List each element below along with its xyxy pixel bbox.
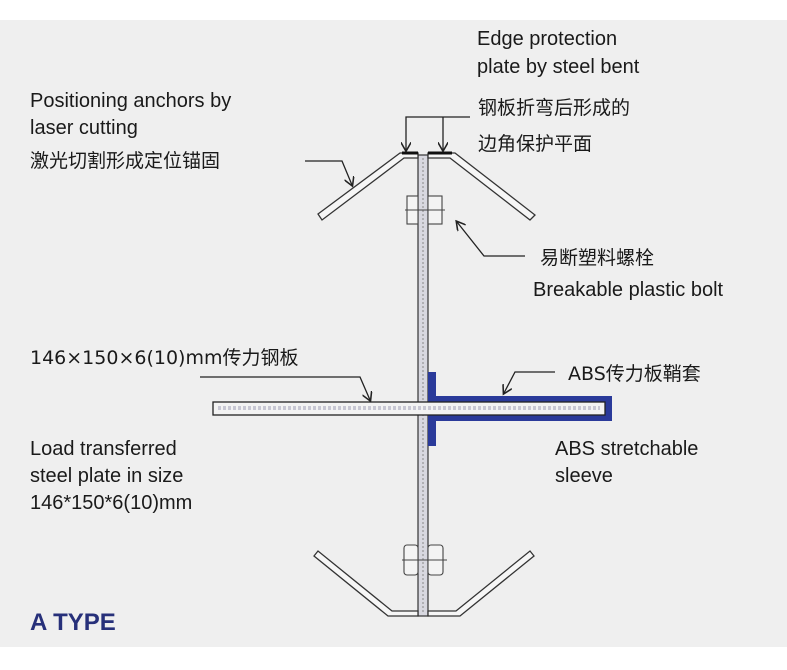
- bolt-label: Breakable plastic bolt: [533, 279, 724, 301]
- load-transfer-steel-plate: [212, 401, 606, 416]
- plate-label-2: steel plate in size: [30, 465, 183, 487]
- top-positioning-anchor: [317, 151, 536, 221]
- plate-leader-arrow: [200, 376, 370, 400]
- plate-label: Load transferred: [30, 438, 177, 460]
- edge-protection-label-2: plate by steel bent: [477, 56, 640, 78]
- type-title: A TYPE: [30, 609, 116, 636]
- diagram-panel: [0, 20, 787, 647]
- sleeve-label-2: sleeve: [555, 465, 613, 487]
- sleeve-zh: ABS传力板鞘套: [568, 363, 701, 385]
- plate-size-label: 146*150*6(10)mm: [30, 492, 192, 514]
- plate-zh: 146×150×6(10)mm传力钢板: [30, 347, 298, 369]
- leader-lines: [200, 116, 555, 400]
- edge-protection-zh: 钢板折弯后形成的: [478, 97, 630, 119]
- edge-protection-label: Edge protection: [477, 28, 617, 50]
- bottom-bolt: [402, 544, 447, 576]
- vertical-steel-bar: [417, 154, 429, 617]
- sleeve-leader-arrow: [504, 371, 555, 393]
- bolt-leader-arrow: [457, 222, 525, 257]
- edge-leader-arrow-left: [406, 116, 470, 150]
- anchor-leader-arrow: [305, 160, 352, 185]
- edge-protection-zh-2: 边角保护平面: [478, 133, 592, 155]
- anchors-label-2: laser cutting: [30, 117, 138, 139]
- top-plastic-bolt: [405, 195, 445, 225]
- sleeve-label: ABS stretchable: [555, 438, 698, 460]
- bottom-positioning-anchor: [313, 550, 535, 617]
- anchors-label: Positioning anchors by: [30, 90, 231, 112]
- anchors-zh: 激光切割形成定位锚固: [30, 150, 220, 172]
- bolt-zh: 易断塑料螺栓: [540, 247, 654, 269]
